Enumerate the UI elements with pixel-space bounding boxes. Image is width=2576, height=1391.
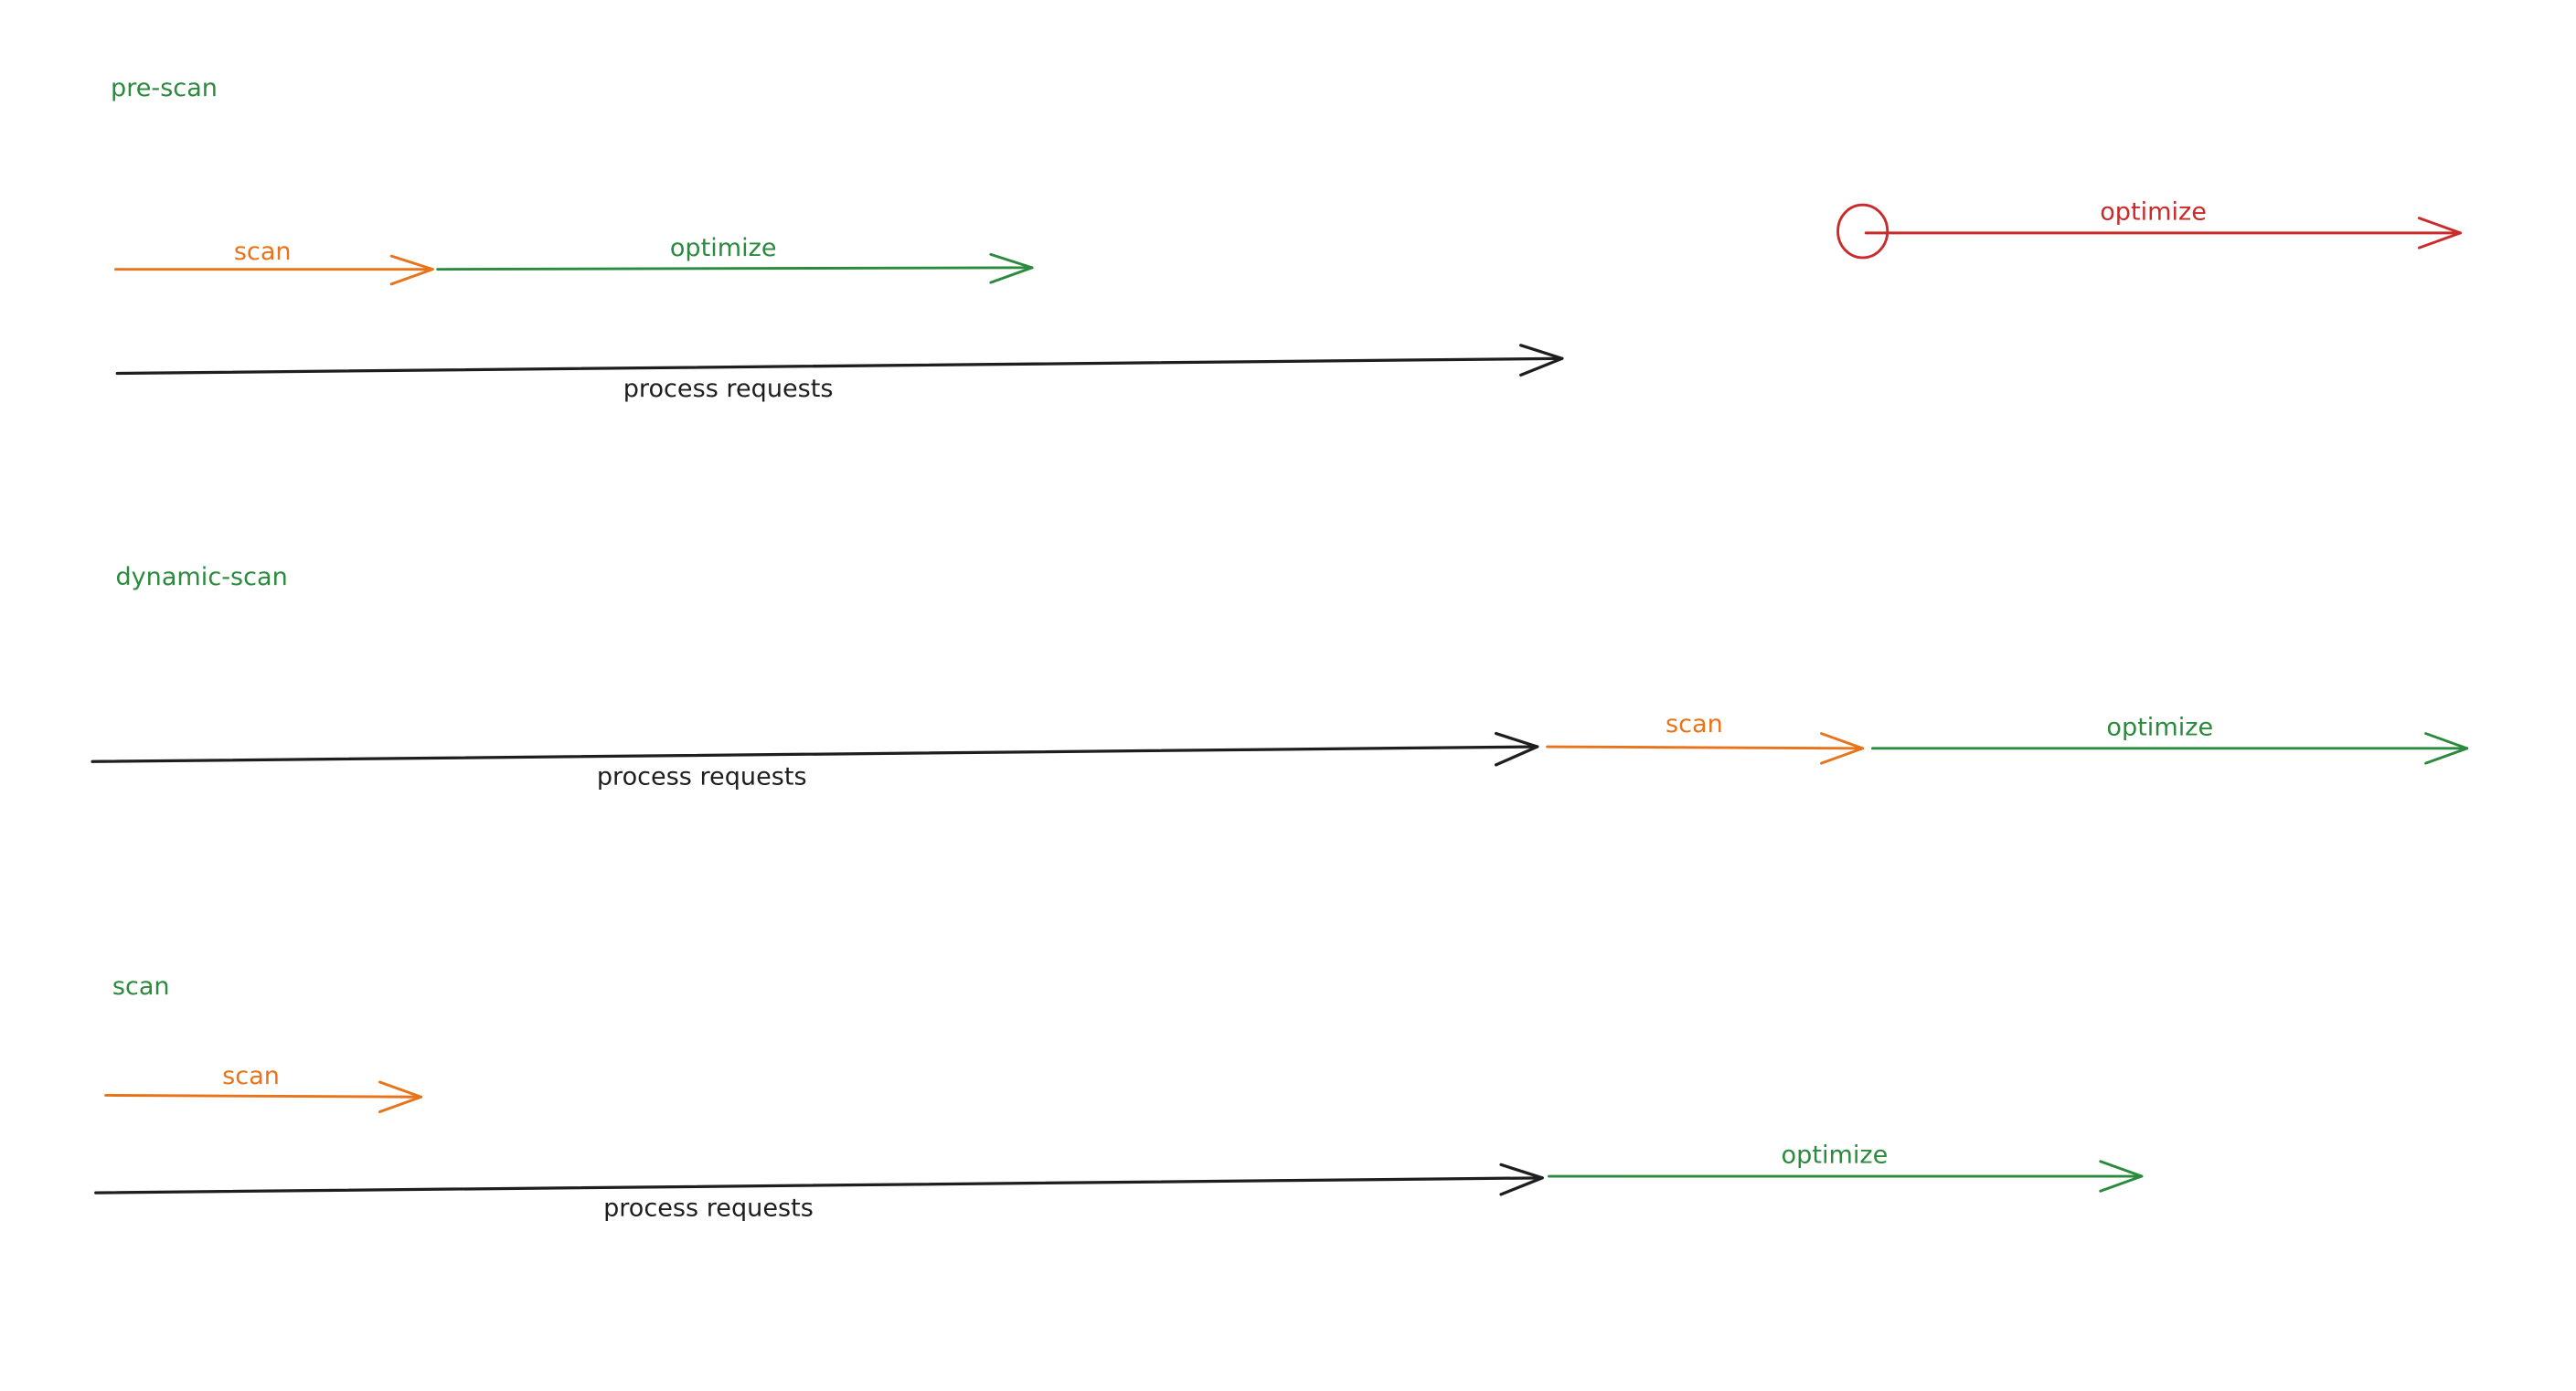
optimize-arrow [1871,732,2469,765]
scan-label: scan [1666,710,1723,738]
scan-arrow [104,1080,423,1113]
process-requests-arrow [115,344,1564,377]
deferred-optimize-arrow [1836,203,2462,260]
scan-arrow [1546,732,1865,765]
section-title: dynamic-scan [115,563,287,591]
process-requests-label: process requests [597,763,807,791]
optimize-label: optimize [670,234,777,262]
section-dynamic-scan: dynamic-scan process requests scan optim… [90,563,2469,791]
section-pre-scan: pre-scan scan optimize process requests … [111,74,2462,403]
section-scan: scan scan process requests optimize [94,972,2144,1222]
process-requests-label: process requests [603,1194,814,1222]
process-requests-label: process requests [623,375,834,403]
scan-arrow [114,254,434,286]
optimize-label: optimize [1782,1141,1889,1170]
optimize-arrow [436,252,1034,284]
optimize-label: optimize [2106,713,2213,741]
process-requests-arrow [90,731,1539,767]
section-title: scan [112,972,170,1001]
optimize-arrow [1547,1160,2144,1193]
section-title: pre-scan [111,74,218,102]
scan-label: scan [234,238,292,266]
process-requests-arrow [94,1163,1544,1196]
scan-label: scan [222,1062,280,1090]
start-circle [1836,203,1889,260]
deferred-optimize-label: optimize [2100,197,2207,226]
